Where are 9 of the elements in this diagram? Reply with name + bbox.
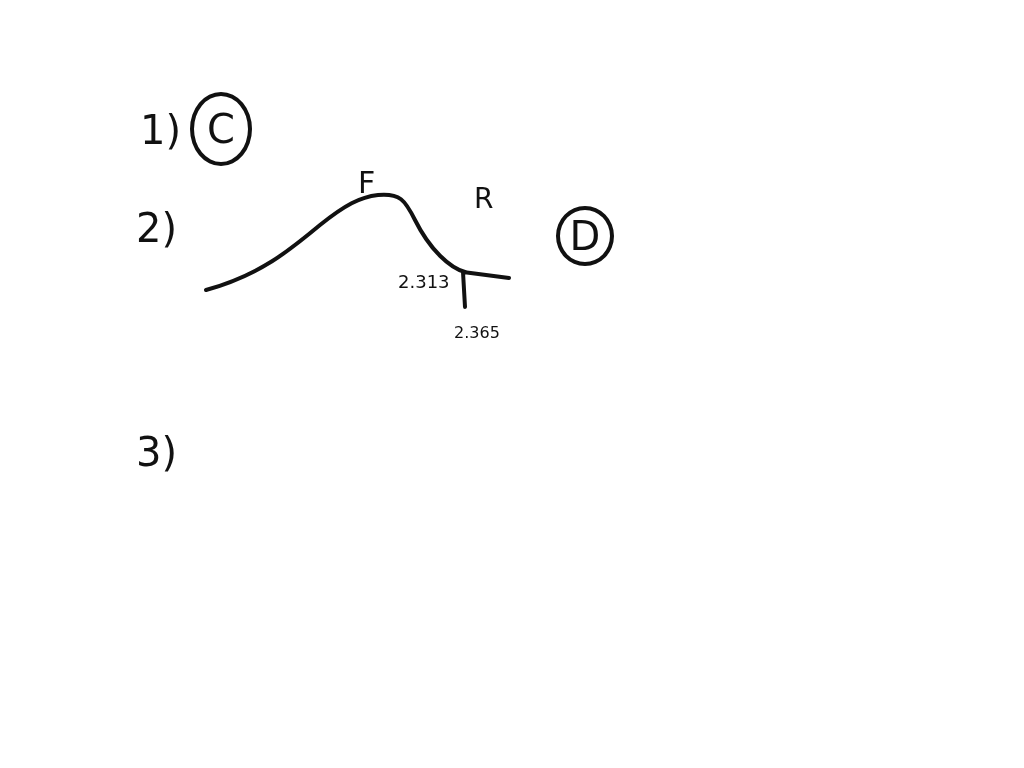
question-number: 1) <box>140 110 182 150</box>
question-number: 2) <box>136 208 178 248</box>
critical-value: 2.365 <box>454 325 500 341</box>
circled-answer: D <box>556 206 614 266</box>
circled-answer: C <box>190 92 252 166</box>
question-number: 3) <box>136 432 178 472</box>
test-statistic: 2.313 <box>398 273 450 291</box>
peak-label: F <box>358 168 376 198</box>
region-label: R <box>474 185 494 213</box>
